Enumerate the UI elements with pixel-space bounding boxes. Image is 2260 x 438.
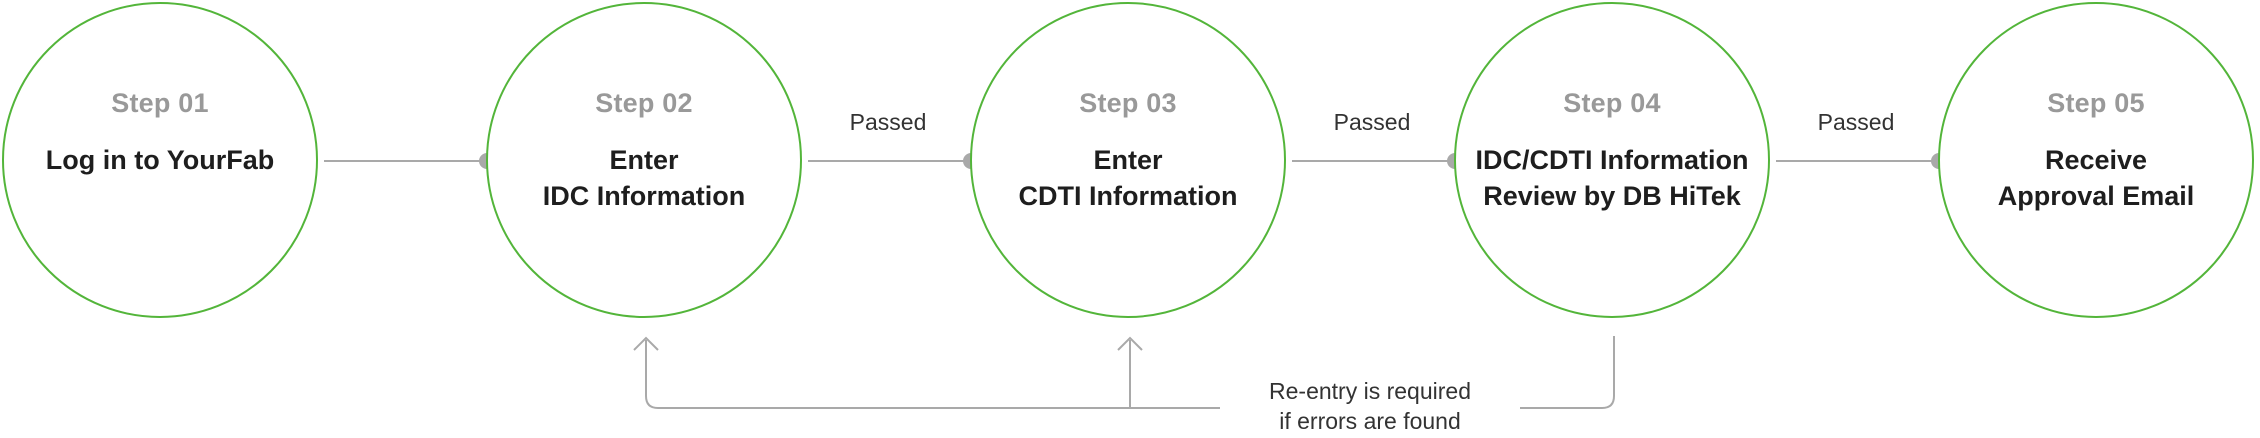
step-circle-02: Step 02 Enter IDC Information — [486, 2, 802, 318]
step-title: IDC/CDTI Information Review by DB HiTek — [1456, 142, 1768, 214]
step-circle-03: Step 03 Enter CDTI Information — [970, 2, 1286, 318]
step-title-line: Enter — [1093, 145, 1163, 175]
step-title-line: Approval Email — [1997, 181, 2195, 211]
step-title-line: IDC/CDTI Information — [1475, 145, 1749, 175]
arrow-up-icon — [1117, 336, 1143, 351]
step-title-line: IDC Information — [542, 181, 746, 211]
step-number: Step 05 — [2047, 88, 2145, 118]
passed-label: Passed — [1333, 109, 1411, 135]
step-number: Step 01 — [111, 88, 209, 118]
step-number: Step 04 — [1563, 88, 1661, 118]
passed-label: Passed — [1817, 109, 1895, 135]
step-circle-01: Step 01 Log in to YourFab — [2, 2, 318, 318]
step-number: Step 03 — [1079, 88, 1177, 118]
step-title-line: Receive — [2044, 145, 2148, 175]
reentry-label-line: if errors are found — [1279, 408, 1461, 434]
step-title: Enter CDTI Information — [972, 142, 1284, 214]
step-title-line: Log in to YourFab — [45, 145, 275, 175]
step-title: Log in to YourFab — [4, 142, 316, 178]
step-circle-05: Step 05 Receive Approval Email — [1938, 2, 2254, 318]
step-title: Enter IDC Information — [488, 142, 800, 214]
step-title-line: Enter — [609, 145, 679, 175]
passed-label: Passed — [849, 109, 927, 135]
step-circle-04: Step 04 IDC/CDTI Information Review by D… — [1454, 2, 1770, 318]
step-title-line: CDTI Information — [1018, 181, 1238, 211]
reentry-label: Re-entry is required if errors are found — [1220, 376, 1520, 436]
step-title: Receive Approval Email — [1940, 142, 2252, 214]
reentry-label-line: Re-entry is required — [1269, 378, 1471, 404]
step-number: Step 02 — [595, 88, 693, 118]
arrow-up-icon — [633, 336, 659, 351]
step-title-line: Review by DB HiTek — [1483, 181, 1741, 211]
